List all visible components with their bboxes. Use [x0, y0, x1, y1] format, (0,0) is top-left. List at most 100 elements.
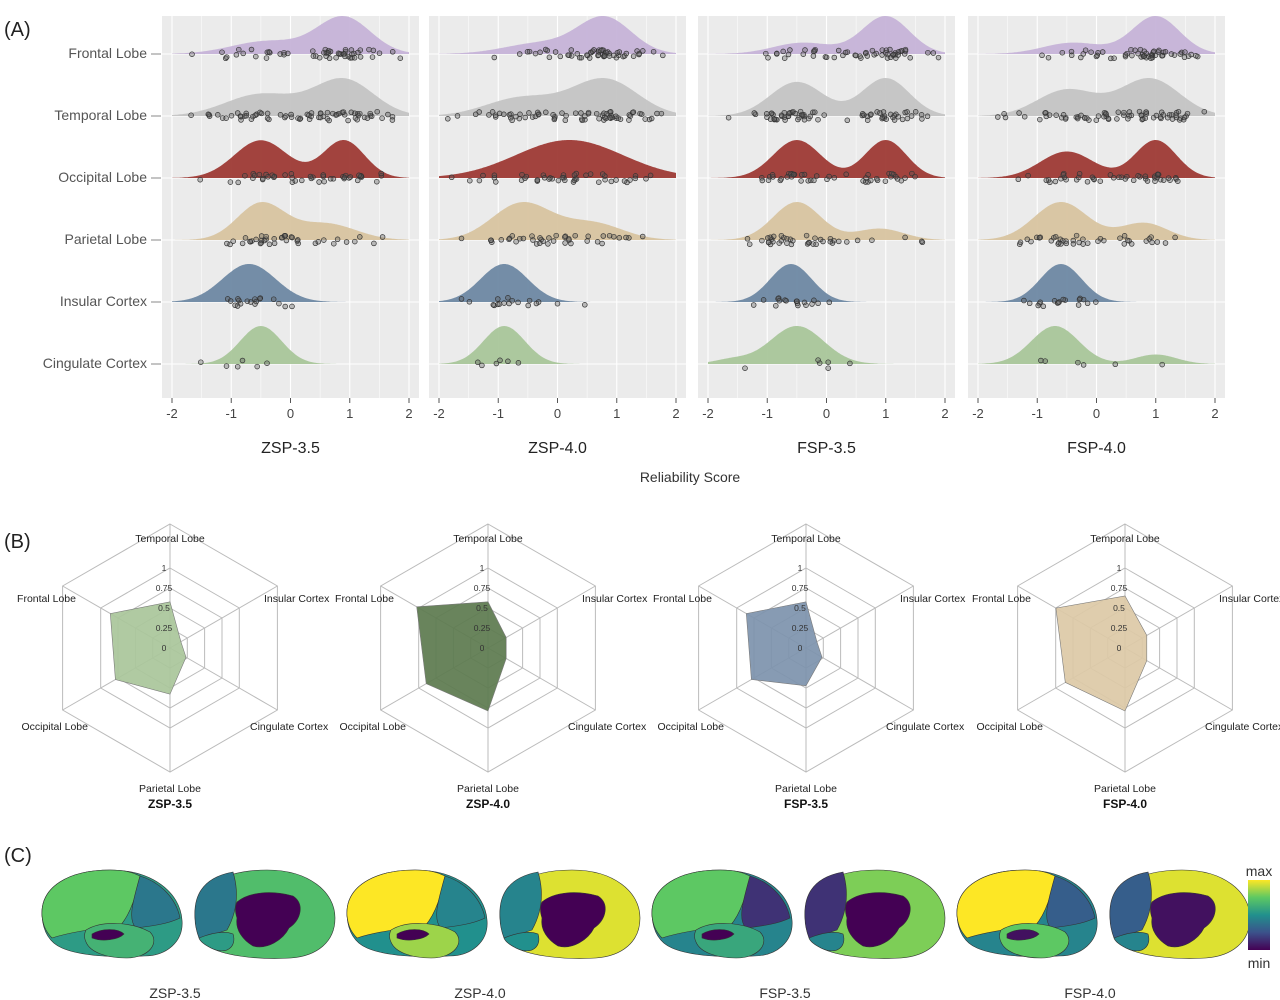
radar-axis-label: Occipital Lobe: [657, 721, 724, 733]
radar-outer: [62, 523, 278, 773]
data-point: [587, 171, 594, 177]
data-point: [497, 357, 503, 364]
data-point: [995, 114, 1001, 120]
data-point: [780, 48, 786, 55]
medial-view: [194, 869, 336, 959]
data-point: [576, 54, 583, 61]
data-point: [264, 360, 270, 366]
data-point: [924, 113, 931, 120]
data-point: [636, 50, 642, 57]
data-point: [505, 295, 511, 301]
data-point: [316, 179, 322, 185]
medial-occipital-region: [503, 932, 540, 952]
data-point: [821, 112, 827, 118]
data-point: [509, 297, 515, 304]
data-point: [467, 177, 473, 184]
data-point: [621, 178, 628, 184]
data-point: [555, 177, 562, 184]
data-point: [271, 240, 278, 247]
data-point: [782, 117, 788, 123]
data-point: [790, 171, 797, 178]
x-tick-label: 0: [1093, 406, 1100, 421]
radar-tick-label: 1: [480, 563, 485, 573]
data-point: [623, 234, 629, 241]
data-point: [1116, 174, 1122, 181]
data-point: [1042, 110, 1048, 116]
data-point: [811, 297, 817, 304]
data-point: [1021, 297, 1027, 304]
data-point: [233, 52, 240, 58]
data-point: [797, 108, 804, 115]
data-point: [223, 54, 230, 60]
data-point: [811, 177, 817, 184]
data-point: [448, 174, 455, 181]
radar-axis-label: Frontal Lobe: [972, 593, 1031, 605]
density-cingulate-cortex: [172, 326, 409, 364]
data-point: [1082, 47, 1089, 53]
data-point: [266, 116, 272, 123]
data-point: [306, 112, 312, 119]
data-point: [348, 109, 355, 116]
data-point: [357, 110, 363, 117]
data-point: [813, 173, 820, 179]
data-point: [288, 114, 295, 120]
medial-parietal-region: [804, 871, 847, 939]
colorbar-max-label: max: [1246, 863, 1272, 879]
data-point: [1114, 116, 1120, 122]
data-point: [1037, 116, 1043, 123]
data-point: [803, 232, 810, 239]
brain-map-zsp-3.5: ZSP-3.5: [41, 869, 336, 1000]
data-point: [912, 109, 919, 115]
data-point: [613, 54, 620, 61]
parietal-region: [436, 875, 486, 929]
data-point: [227, 241, 233, 248]
data-point: [537, 235, 543, 241]
x-axis-title: Reliability Score: [640, 469, 741, 485]
data-point: [333, 54, 339, 61]
data-point: [912, 173, 918, 180]
data-point: [219, 49, 225, 55]
data-point: [825, 365, 831, 371]
data-point: [1028, 238, 1034, 245]
radar-tick-label: 0: [480, 643, 485, 653]
data-point: [607, 115, 613, 121]
data-point: [810, 53, 817, 59]
data-point: [613, 115, 620, 121]
data-point: [535, 111, 542, 118]
data-point: [562, 234, 568, 240]
data-point: [530, 237, 536, 243]
x-tick-label: 0: [287, 406, 294, 421]
medial-occipital-region: [1113, 932, 1150, 952]
data-point: [1084, 179, 1091, 185]
data-point: [545, 241, 551, 247]
data-point: [759, 177, 766, 184]
data-point: [786, 110, 792, 117]
data-point: [1181, 114, 1188, 121]
data-point: [759, 237, 765, 244]
data-point: [1075, 359, 1081, 366]
data-point: [773, 303, 779, 309]
facet-title: FSP-4.0: [1067, 440, 1126, 457]
data-point: [1046, 112, 1053, 118]
data-point: [783, 298, 789, 304]
data-point: [472, 111, 479, 118]
data-point: [810, 48, 817, 55]
radar-axis-label: Parietal Lobe: [139, 783, 201, 795]
data-point: [778, 232, 785, 239]
data-point: [349, 55, 355, 61]
data-point: [283, 113, 289, 119]
data-point: [1201, 108, 1208, 115]
medial-view: [804, 869, 946, 959]
data-point: [1148, 234, 1154, 240]
data-point: [571, 172, 578, 178]
data-point: [826, 173, 832, 180]
data-point: [1016, 110, 1022, 116]
data-point: [798, 178, 804, 184]
data-point: [227, 179, 234, 185]
data-point: [1128, 241, 1135, 247]
data-point: [1143, 50, 1150, 57]
data-point: [801, 117, 808, 123]
medial-wall-region: [845, 892, 911, 948]
data-point: [1181, 54, 1188, 61]
